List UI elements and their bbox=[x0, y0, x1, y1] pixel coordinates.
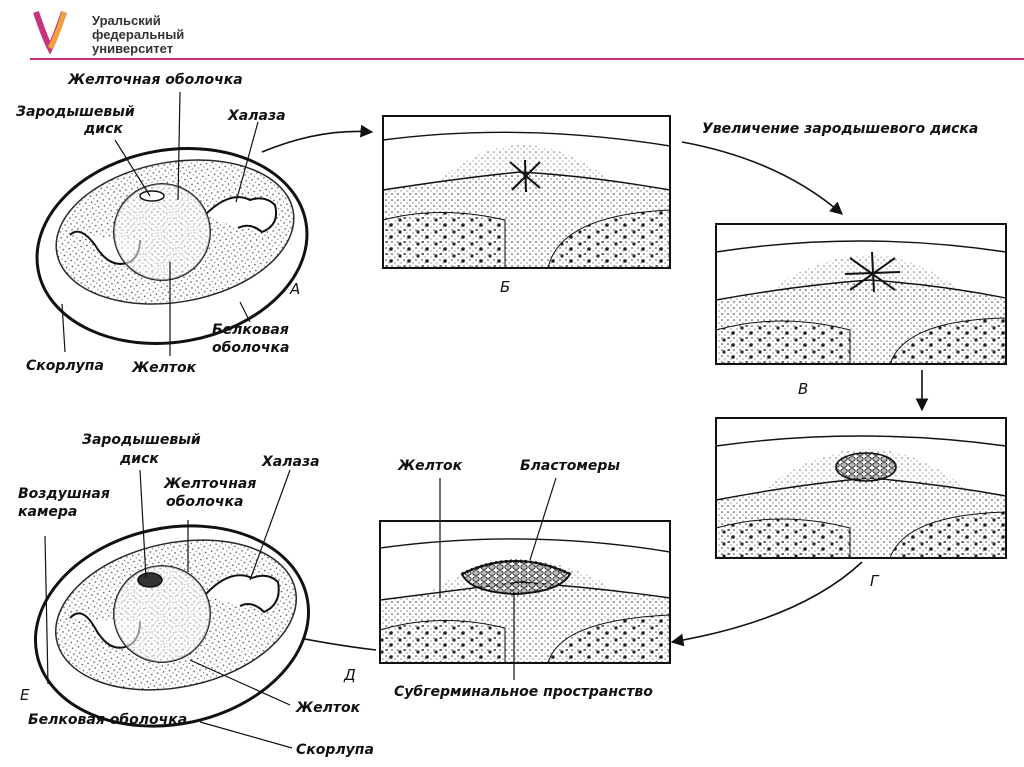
label-yolk-a: Желток bbox=[131, 360, 197, 376]
label-air-cell-2: камера bbox=[18, 504, 77, 520]
germinal-disc bbox=[139, 190, 165, 202]
university-logo: Уральский федеральный университет bbox=[30, 6, 260, 56]
chalaza-right-e bbox=[204, 574, 280, 614]
label-air-cell-1: Воздушная bbox=[18, 486, 110, 502]
caption-disc-growth: Увеличение зародышевого диска bbox=[702, 121, 978, 137]
label-subgerminal-space: Субгерминальное пространство bbox=[394, 684, 653, 700]
label-germinal-disc-e-1: Зародышевый bbox=[82, 432, 201, 448]
letter-e: Е bbox=[20, 686, 30, 704]
stage-d-panel bbox=[379, 520, 671, 664]
arrow-g-to-d bbox=[670, 561, 863, 647]
label-germinal-disc-a-1: Зародышевый bbox=[16, 104, 135, 120]
arrow-a-to-b bbox=[261, 124, 374, 153]
stage-v-panel bbox=[715, 223, 1007, 365]
germinal-disc-v bbox=[844, 251, 901, 293]
stage-g-panel bbox=[715, 417, 1007, 559]
letter-d: Д bbox=[343, 666, 356, 684]
germinal-disc-b bbox=[509, 159, 541, 193]
letter-g: Г bbox=[870, 572, 880, 590]
label-germinal-disc-a-2: диск bbox=[83, 121, 123, 137]
letter-b: Б bbox=[500, 278, 510, 296]
label-albumen-a-1: Белковая bbox=[212, 322, 289, 338]
egg-a bbox=[35, 91, 309, 356]
label-chalaza-e: Халаза bbox=[261, 454, 320, 470]
label-vitelline-membrane-a: Желточная оболочка bbox=[67, 72, 243, 88]
logo-text: Уральский федеральный университет bbox=[92, 14, 184, 56]
label-albumen-e: Белковая оболочка bbox=[28, 712, 187, 728]
label-yolk-e: Желток bbox=[295, 700, 361, 716]
label-vitelline-e-2: оболочка bbox=[166, 494, 243, 510]
germinal-disc-e bbox=[137, 572, 163, 588]
label-yolk-d: Желток bbox=[397, 458, 463, 474]
label-blastomeres: Бластомеры bbox=[520, 458, 620, 474]
label-shell-a: Скорлупа bbox=[26, 358, 104, 374]
stage-b-panel bbox=[382, 115, 671, 269]
arrow-b-to-v bbox=[681, 141, 843, 215]
logo-line-3: университет bbox=[92, 41, 174, 56]
header-divider bbox=[30, 58, 1024, 60]
label-vitelline-e-1: Желточная bbox=[163, 476, 256, 492]
label-shell-e: Скорлупа bbox=[296, 742, 374, 758]
label-chalaza-a: Халаза bbox=[227, 108, 286, 124]
letter-a: А bbox=[289, 280, 300, 298]
logo-line-2: федеральный bbox=[92, 27, 185, 42]
letter-v: В bbox=[798, 380, 808, 398]
logo-mark-icon bbox=[33, 11, 67, 54]
logo-line-1: Уральский bbox=[92, 13, 161, 28]
label-germinal-disc-e-2: диск bbox=[119, 451, 159, 467]
blastomeres-g bbox=[835, 452, 897, 482]
egg-e bbox=[33, 469, 311, 749]
label-albumen-a-2: оболочка bbox=[212, 340, 289, 356]
